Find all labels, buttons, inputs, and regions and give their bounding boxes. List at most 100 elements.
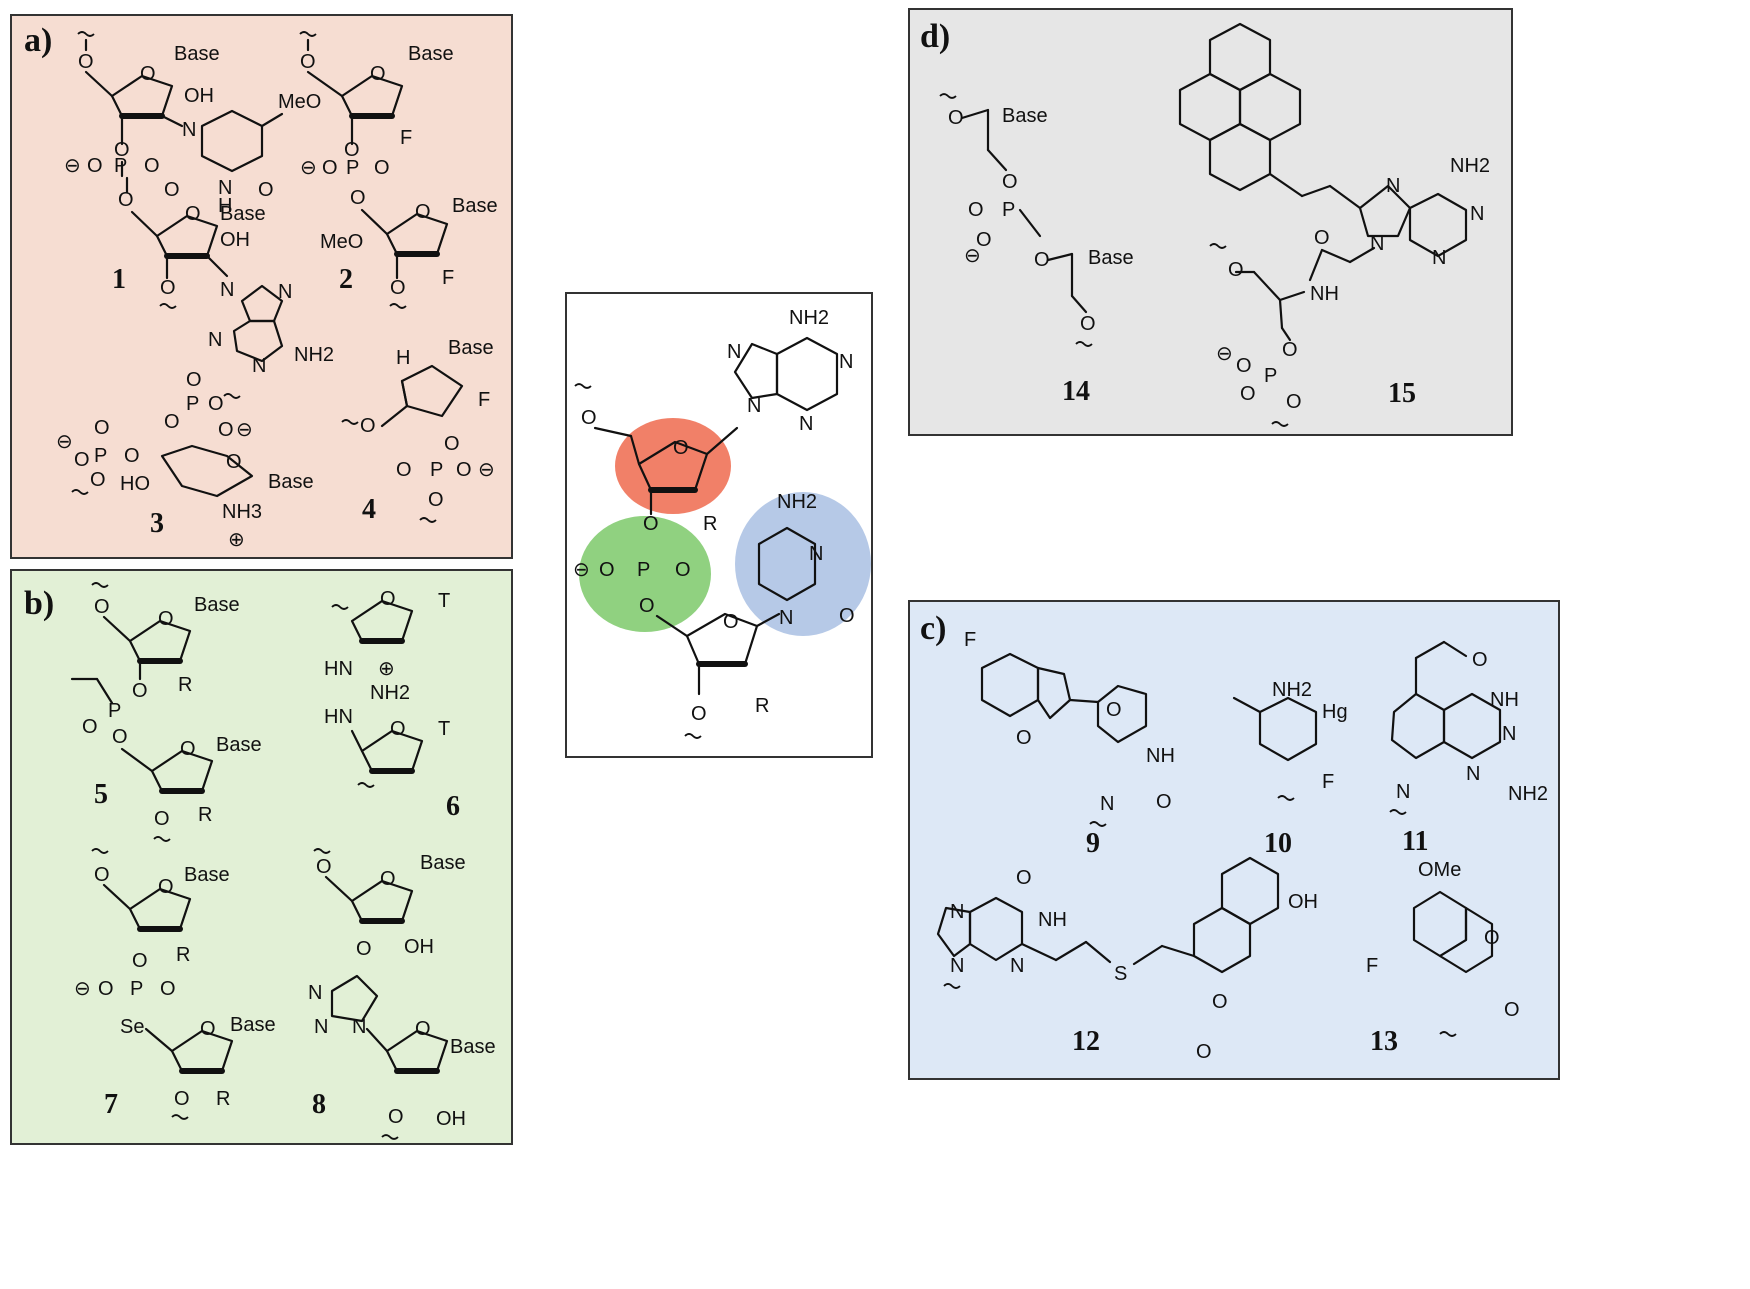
compound-10-number: 10 xyxy=(1264,828,1292,859)
svg-text:O: O xyxy=(158,876,174,898)
svg-text:N: N xyxy=(208,329,222,351)
panel-d: d) O Base O O P O ⊖ O Base O N NH2 N N xyxy=(908,8,1513,436)
svg-text:P: P xyxy=(430,459,443,481)
svg-text:P: P xyxy=(1264,365,1277,387)
svg-text:HN: HN xyxy=(324,658,353,680)
svg-text:O: O xyxy=(390,277,406,299)
svg-text:NH: NH xyxy=(1490,689,1519,711)
svg-text:⊖: ⊖ xyxy=(74,978,91,1000)
svg-text:O: O xyxy=(164,179,180,201)
svg-text:NH2: NH2 xyxy=(777,491,817,513)
svg-text:⊖: ⊖ xyxy=(964,245,981,267)
svg-text:NH: NH xyxy=(1038,909,1067,931)
svg-text:O: O xyxy=(723,611,739,633)
compound-7-number: 7 xyxy=(104,1089,118,1120)
svg-text:O: O xyxy=(976,229,992,251)
svg-text:O: O xyxy=(1016,867,1032,889)
svg-text:N: N xyxy=(747,395,761,417)
svg-text:O: O xyxy=(1002,171,1018,193)
svg-text:Base: Base xyxy=(194,594,240,616)
svg-text:O: O xyxy=(1314,227,1330,249)
svg-text:O: O xyxy=(456,459,472,481)
panel-a-structures: O O Base OH O ⊖ O P O O N O N H O O Base… xyxy=(56,31,498,551)
svg-text:R: R xyxy=(198,804,212,826)
compound-8-number: 8 xyxy=(312,1089,326,1120)
svg-text:⊖: ⊖ xyxy=(64,155,81,177)
svg-text:MeO: MeO xyxy=(278,91,321,113)
svg-text:OH: OH xyxy=(436,1108,466,1130)
svg-text:P: P xyxy=(186,393,199,415)
panel-center: NH2 N N N N O O R O ⊖ O P O O O R O NH2 … xyxy=(565,292,873,758)
svg-text:O: O xyxy=(1034,249,1050,271)
svg-text:O: O xyxy=(140,63,156,85)
svg-text:O: O xyxy=(380,868,396,890)
svg-text:O: O xyxy=(160,277,176,299)
svg-text:O: O xyxy=(258,179,274,201)
svg-text:O: O xyxy=(132,680,148,702)
svg-text:N: N xyxy=(1370,233,1384,255)
svg-text:Base: Base xyxy=(420,852,466,874)
svg-text:O: O xyxy=(1240,383,1256,405)
svg-text:N: N xyxy=(950,955,964,977)
svg-text:N: N xyxy=(1466,763,1480,785)
svg-text:O: O xyxy=(839,605,855,627)
svg-text:O: O xyxy=(185,203,201,225)
svg-text:MeO: MeO xyxy=(320,231,363,253)
compound-3-number: 3 xyxy=(150,508,164,539)
svg-text:N: N xyxy=(1470,203,1484,225)
svg-text:O: O xyxy=(94,596,110,618)
svg-text:N: N xyxy=(839,351,853,373)
svg-text:O: O xyxy=(1286,391,1302,413)
svg-text:T: T xyxy=(438,718,450,740)
svg-text:O: O xyxy=(114,139,130,161)
svg-text:OH: OH xyxy=(220,229,250,251)
sugar-highlight xyxy=(615,418,731,514)
svg-text:NH2: NH2 xyxy=(1450,155,1490,177)
svg-text:O: O xyxy=(94,864,110,886)
svg-text:O: O xyxy=(1212,991,1228,1013)
svg-text:O: O xyxy=(581,407,597,429)
svg-text:O: O xyxy=(160,978,176,1000)
svg-text:R: R xyxy=(176,944,190,966)
svg-text:O: O xyxy=(356,938,372,960)
compound-5-number: 5 xyxy=(94,779,108,810)
svg-text:HN: HN xyxy=(324,706,353,728)
panel-a: a) O O Base OH O ⊖ O P O O N O N H O O B… xyxy=(10,14,513,559)
svg-text:O: O xyxy=(1236,355,1252,377)
center-structure: NH2 N N N N O O R O ⊖ O P O O O R O NH2 … xyxy=(573,307,871,739)
svg-text:O: O xyxy=(370,63,386,85)
svg-text:R: R xyxy=(216,1088,230,1110)
panel-b-structures: O O Base R O P O O O Base R O O T HN ⊕ N… xyxy=(70,582,496,1140)
svg-text:O: O xyxy=(374,157,390,179)
svg-text:Base: Base xyxy=(1002,105,1048,127)
svg-text:Base: Base xyxy=(448,337,494,359)
svg-text:N: N xyxy=(220,279,234,301)
svg-text:⊕: ⊕ xyxy=(378,658,395,680)
svg-text:NH3: NH3 xyxy=(222,501,262,523)
svg-text:O: O xyxy=(144,155,160,177)
svg-text:O: O xyxy=(1282,339,1298,361)
svg-text:O: O xyxy=(691,703,707,725)
svg-text:Base: Base xyxy=(268,471,314,493)
panel-c-label: c) xyxy=(920,610,947,647)
svg-text:N: N xyxy=(809,543,823,565)
svg-text:O: O xyxy=(174,1088,190,1110)
svg-text:Se: Se xyxy=(120,1016,144,1038)
svg-text:O: O xyxy=(390,718,406,740)
svg-text:⊕: ⊕ xyxy=(228,529,245,551)
svg-text:O: O xyxy=(78,51,94,73)
svg-text:Base: Base xyxy=(1088,247,1134,269)
svg-text:N: N xyxy=(252,355,266,377)
svg-text:O: O xyxy=(444,433,460,455)
svg-text:N: N xyxy=(314,1016,328,1038)
svg-text:F: F xyxy=(964,629,976,651)
svg-text:R: R xyxy=(703,513,717,535)
svg-text:⊖: ⊖ xyxy=(236,419,253,441)
svg-text:O: O xyxy=(226,451,242,473)
svg-text:O: O xyxy=(118,189,134,211)
svg-text:O: O xyxy=(322,157,338,179)
svg-text:NH2: NH2 xyxy=(1508,783,1548,805)
svg-text:S: S xyxy=(1114,963,1127,985)
svg-text:N: N xyxy=(1010,955,1024,977)
svg-text:O: O xyxy=(218,419,234,441)
